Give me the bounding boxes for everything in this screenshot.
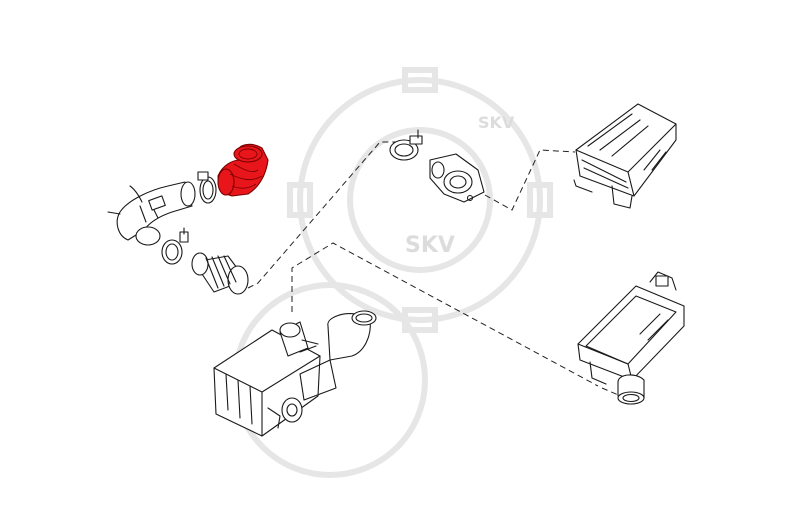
air-filter-housing-cover: [573, 103, 677, 209]
hose-clamp-upper: [197, 171, 217, 204]
air-intake-elbow-highlighted[interactable]: [217, 143, 269, 197]
throttle-body-adapter: [429, 153, 485, 203]
watermark: SKV SKV: [232, 67, 553, 478]
resonator-box: [213, 310, 377, 437]
air-filter-housing-lower: [577, 271, 685, 405]
watermark-text-lower: SKV: [405, 233, 455, 258]
watermark-text-upper: SKV: [478, 113, 515, 132]
bellows-hose: [191, 252, 249, 295]
duct-elbow-left: [107, 181, 196, 246]
hose-clamp-lower: [161, 227, 189, 265]
hose-clamp-throttle: [389, 129, 423, 161]
